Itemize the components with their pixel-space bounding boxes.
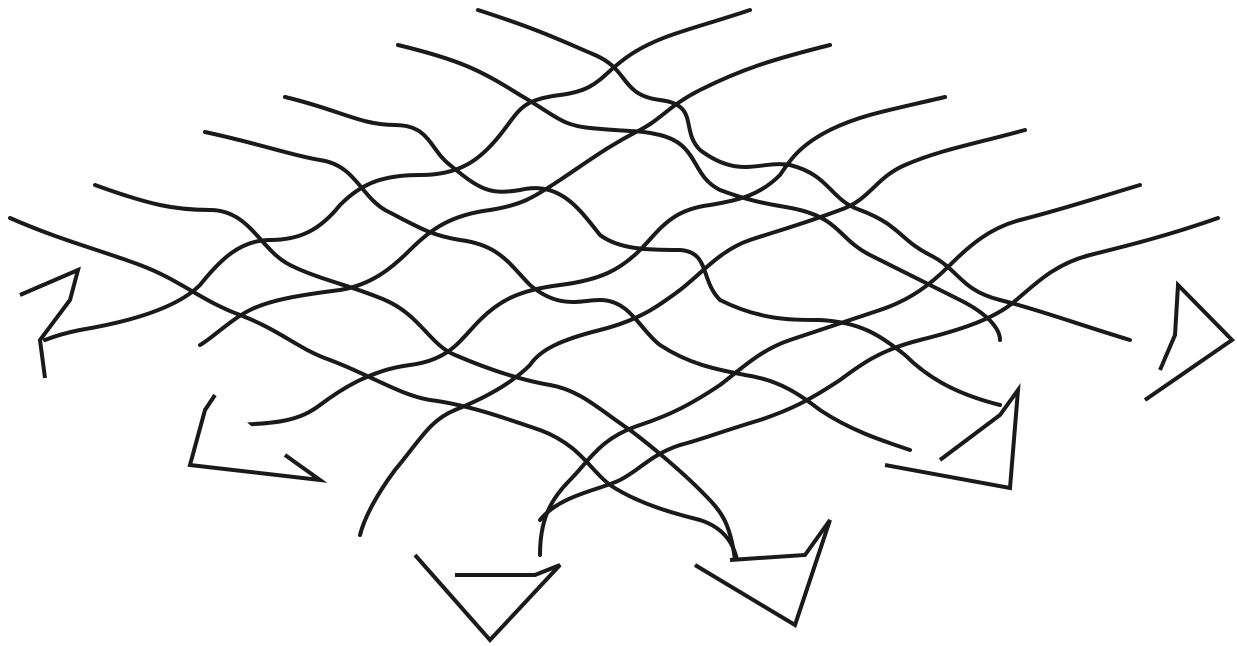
arrowheads: [20, 270, 1232, 640]
family-a-strand-1: [478, 10, 1130, 340]
family-a-strand-3: [285, 97, 1000, 405]
family-b-strand-1: [45, 10, 750, 340]
family-a-strand-5: [95, 185, 735, 560]
bottom-left-arrowhead: [415, 555, 560, 640]
lower-left-arrowhead: [190, 395, 320, 480]
family-b-strand-6: [540, 218, 1218, 520]
family-b-strand-5: [540, 185, 1140, 555]
left-arrowhead: [20, 270, 78, 378]
right-arrowhead: [1145, 285, 1232, 400]
bottom-right-arrowhead: [695, 520, 830, 625]
family-b-strand-3: [215, 97, 945, 425]
strand-family-b: [45, 10, 1218, 555]
family-a-strand-6: [10, 218, 738, 565]
